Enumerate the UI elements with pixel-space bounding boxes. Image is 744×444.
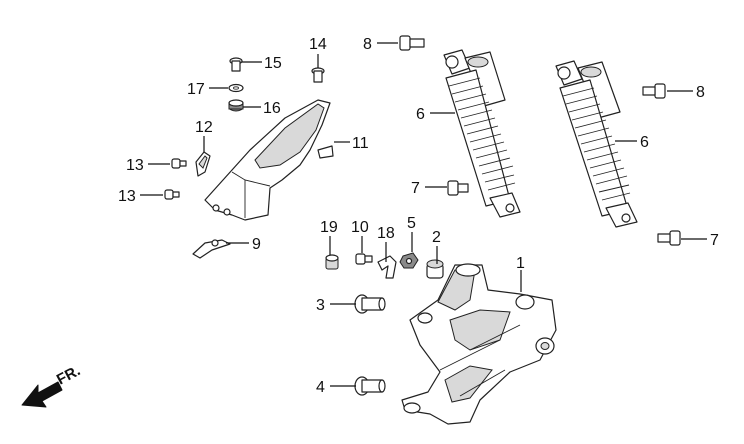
screw-13-upper-part xyxy=(171,158,187,169)
callout-numbers: 1 2 3 4 5 6 6 7 7 8 8 9 10 11 12 13 13 1… xyxy=(118,36,719,396)
bolt-7-right-part xyxy=(657,230,681,246)
screw-13-lower-part xyxy=(164,189,180,200)
callout-4: 4 xyxy=(316,379,325,396)
bolt-8-right-part xyxy=(642,83,666,99)
callout-7-right: 7 xyxy=(710,232,719,249)
callout-13-lower: 13 xyxy=(118,188,136,205)
callout-8-upper: 8 xyxy=(363,36,372,53)
callout-1: 1 xyxy=(516,255,525,272)
callout-19: 19 xyxy=(320,219,338,236)
callout-14: 14 xyxy=(309,36,327,53)
collar-2-part xyxy=(426,259,444,279)
bolt-4-part xyxy=(354,376,386,396)
screw-15-part xyxy=(229,57,243,72)
callout-15: 15 xyxy=(264,55,282,72)
bolt-8-upper-part xyxy=(399,35,425,51)
bracket-9-part xyxy=(192,239,231,259)
splash-guard-part xyxy=(204,99,334,221)
callout-10: 10 xyxy=(351,219,369,236)
callout-11: 11 xyxy=(352,135,369,152)
washer-17-part xyxy=(228,83,244,93)
callout-16: 16 xyxy=(263,100,281,117)
hanger-bracket-part xyxy=(401,263,557,425)
callout-6-right: 6 xyxy=(640,134,649,151)
clamp-18-part xyxy=(377,255,397,279)
shock-absorber-right-part xyxy=(555,60,638,228)
clip-part xyxy=(195,151,211,177)
callout-3: 3 xyxy=(316,297,325,314)
screw-10-part xyxy=(355,253,373,265)
shock-absorber-left-part xyxy=(443,49,521,218)
callout-9: 9 xyxy=(252,236,261,253)
leader-lines xyxy=(140,42,707,387)
collar-19-part xyxy=(325,254,339,270)
callout-8-right: 8 xyxy=(696,84,705,101)
callout-12: 12 xyxy=(195,119,213,136)
front-direction-arrow-icon: FR. xyxy=(21,362,83,408)
callout-2: 2 xyxy=(432,229,441,246)
bolt-7-left-part xyxy=(447,180,469,196)
screw-14-part xyxy=(311,67,325,83)
callout-13-upper: 13 xyxy=(126,157,144,174)
callout-7-left: 7 xyxy=(411,180,420,197)
callout-18: 18 xyxy=(377,225,395,242)
grommet-16-part xyxy=(228,99,244,112)
nut-5-part xyxy=(399,252,419,269)
bolt-3-part xyxy=(354,294,386,314)
callout-5: 5 xyxy=(407,215,416,232)
callout-17: 17 xyxy=(187,81,205,98)
callout-6-left: 6 xyxy=(416,106,425,123)
